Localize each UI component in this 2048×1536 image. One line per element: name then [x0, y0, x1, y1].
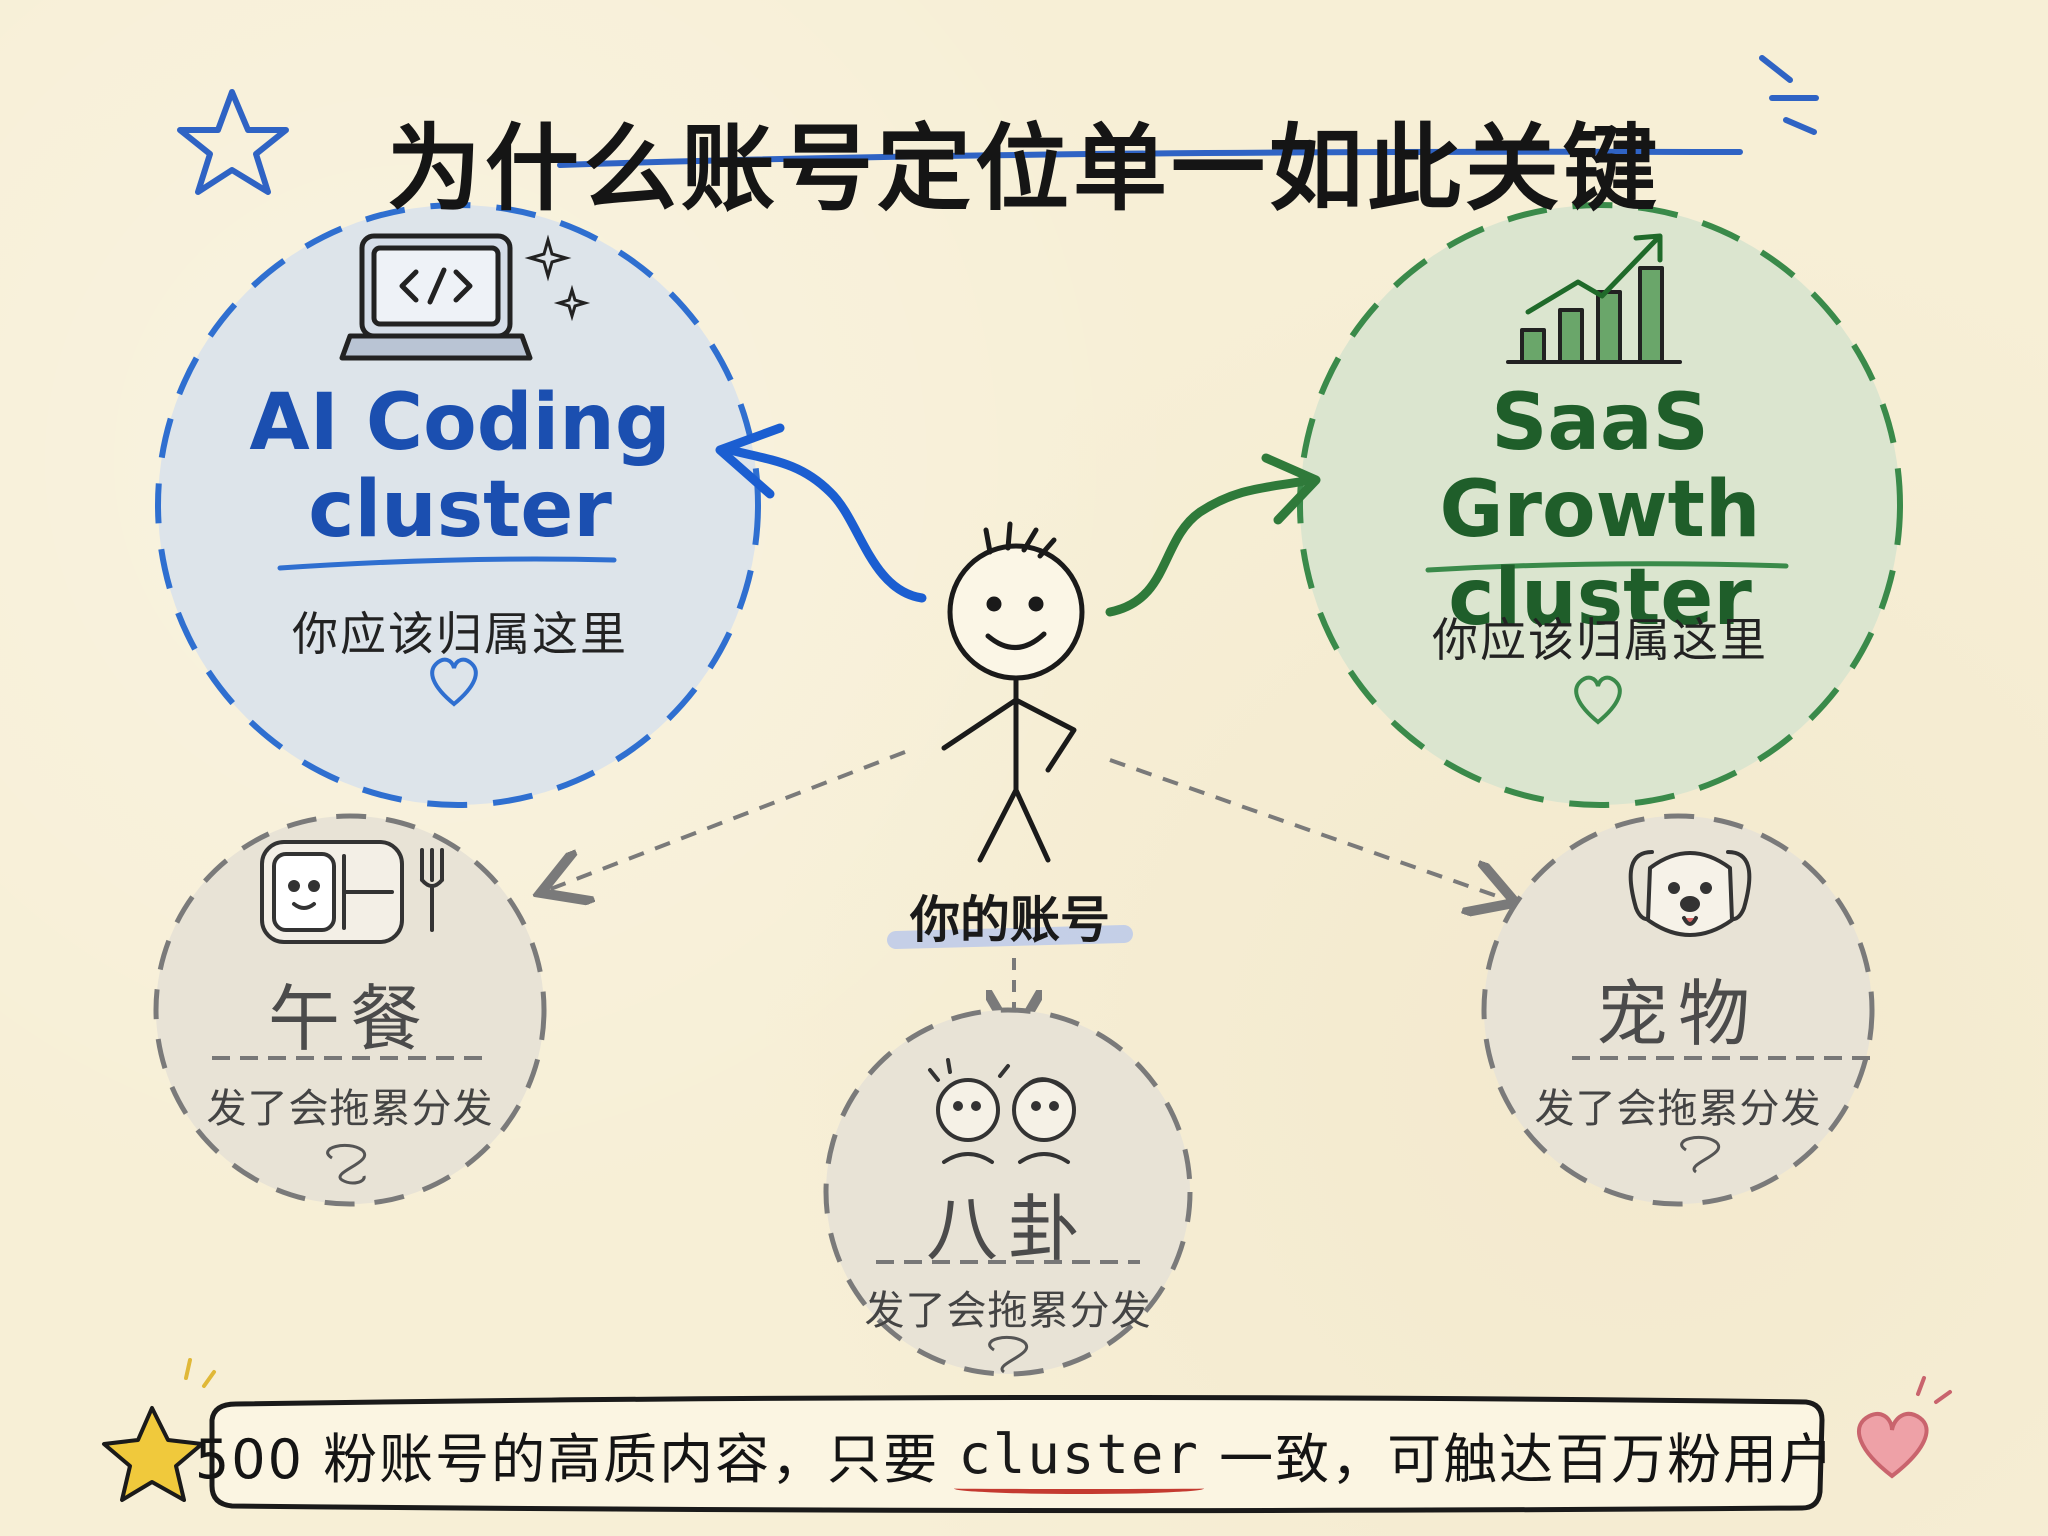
heart-outline-icon: [430, 657, 478, 707]
swirl-icon: [326, 1143, 367, 1185]
arrow-to-lunch: [548, 750, 906, 890]
saas-growth-divider: [1425, 561, 1789, 573]
gossip-topic-title: 八卦: [925, 1187, 1090, 1271]
banner-text-before: 500 粉账号的高质内容，只要: [194, 1427, 959, 1491]
growth-chart-icon: [1506, 233, 1682, 364]
cluster-name-line2: cluster: [308, 465, 612, 556]
gold-star-icon: [102, 1358, 216, 1502]
cluster-name-line1: AI Coding: [249, 378, 671, 468]
cluster-name-line2: cluster: [1448, 552, 1752, 643]
saas-growth-cluster-title: SaaS Growth cluster: [1370, 378, 1830, 643]
banner-highlight: cluster: [954, 1422, 1204, 1494]
laptop-code-icon: [339, 233, 533, 361]
ai-coding-cluster-text: AI Coding cluster: [230, 378, 690, 556]
lunch-topic-circle: [153, 813, 547, 1207]
arrow-to-saas-growth: [1105, 475, 1315, 617]
lunch-topic-note: 发了会拖累分发: [206, 1086, 494, 1132]
pet-topic-title: 宠物: [1595, 972, 1760, 1056]
arrow-head-green: [1261, 453, 1321, 525]
arrow-head-blue: [715, 423, 785, 499]
banner-text-after: 一致，可触达百万粉用户: [1199, 1427, 1836, 1491]
ai-coding-cluster-title: AI Coding cluster: [230, 378, 690, 556]
saas-growth-cluster-circle: [1297, 202, 1903, 808]
account-label: 你的账号: [910, 891, 1110, 949]
arrow-to-pet: [1109, 758, 1508, 900]
page-title: 为什么账号定位单一如此关键: [386, 114, 1661, 224]
gossip-topic-note: 发了会拖累分发: [864, 1288, 1152, 1334]
pet-topic-circle: [1481, 813, 1875, 1207]
saas-growth-cluster-subtitle: 你应该归属这里: [1432, 613, 1768, 667]
arrow-to-ai-coding: [725, 445, 927, 603]
stick-figure-icon: [941, 521, 1085, 863]
pet-topic-note: 发了会拖累分发: [1534, 1086, 1822, 1132]
saas-growth-cluster-text: SaaS Growth cluster: [1370, 378, 1830, 643]
lunch-topic-title: 午餐: [267, 977, 432, 1061]
swirl-icon: [1680, 1135, 1721, 1174]
star-doodle-icon: [177, 89, 289, 195]
swirl-icon: [988, 1335, 1029, 1374]
lunch-box-icon: [260, 840, 444, 944]
bottom-banner: 500 粉账号的高质内容，只要 cluster 一致，可触达百万粉用户: [195, 1398, 1833, 1510]
sparkle-marks-icon: [1759, 55, 1819, 135]
ai-coding-cluster-subtitle: 你应该归属这里: [292, 607, 628, 661]
dog-icon: [1628, 850, 1752, 937]
ai-coding-divider: [277, 556, 617, 571]
heart-outline-icon: [1574, 675, 1622, 725]
ai-coding-cluster-circle: [155, 202, 761, 808]
gossip-topic-circle: [823, 1007, 1193, 1377]
cluster-name-line1: SaaS Growth: [1439, 378, 1761, 556]
gossip-people-icon: [928, 1058, 1076, 1164]
account-label-highlight: [887, 925, 1133, 949]
pink-heart-icon: [1857, 1376, 1952, 1479]
sparkle-icon: [524, 234, 591, 322]
title-underline: [557, 148, 1743, 168]
